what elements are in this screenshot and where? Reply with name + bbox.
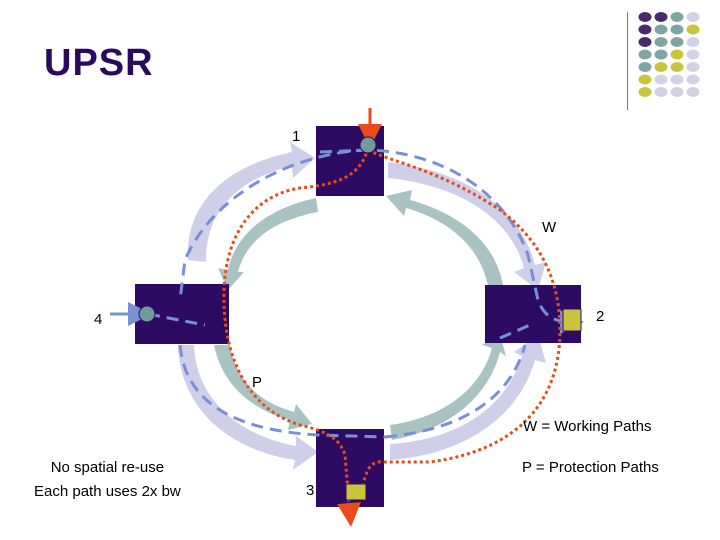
node-1-label: 1 xyxy=(292,128,301,145)
inner-arc-top-right xyxy=(386,190,503,286)
working-paths-dashed xyxy=(147,148,584,439)
inner-arc-bottom-left xyxy=(214,345,312,430)
legend-working: W = Working Paths xyxy=(523,418,652,435)
outer-arc-bottom-left xyxy=(178,345,318,470)
decorative-dot xyxy=(670,62,684,72)
working-path-4-to-3 xyxy=(178,344,386,439)
decorative-dot xyxy=(638,37,652,47)
inner-arc-top-left xyxy=(218,198,318,290)
decorative-dot xyxy=(638,24,652,35)
node-3-drop-point xyxy=(345,483,367,501)
protection-ring-label: P xyxy=(252,374,263,391)
decorative-dot xyxy=(638,62,652,72)
decorative-dot xyxy=(654,87,668,97)
decorative-divider xyxy=(627,12,628,110)
outer-arc-top-right xyxy=(388,162,546,290)
protection-path-1-cw xyxy=(360,148,562,491)
decorative-dot xyxy=(686,74,700,85)
decorative-dot xyxy=(686,49,700,60)
note-bandwidth: Each path uses 2x bw xyxy=(34,483,181,500)
decorative-dot xyxy=(654,49,668,60)
decorative-dot xyxy=(638,49,652,60)
decorative-dot xyxy=(686,37,700,47)
slide-title: UPSR xyxy=(44,42,154,84)
decorative-dot xyxy=(686,24,700,35)
node-1-box xyxy=(316,126,384,196)
decorative-dot xyxy=(686,12,700,22)
decorative-dot xyxy=(670,87,684,97)
decorative-dot xyxy=(670,37,684,47)
working-path-3-to-2 xyxy=(384,344,527,439)
decorative-dot xyxy=(638,87,652,97)
decorative-dot xyxy=(654,12,668,22)
node-1-add-point xyxy=(359,136,377,154)
decorative-dot xyxy=(686,62,700,72)
decorative-dot xyxy=(670,24,684,35)
decorative-dot xyxy=(638,12,652,22)
decorative-dot-grid xyxy=(638,12,700,97)
decorative-dot xyxy=(686,87,700,97)
node-3-label: 3 xyxy=(306,482,315,499)
decorative-dot xyxy=(638,74,652,85)
protection-path-1-ccw xyxy=(222,147,370,527)
decorative-dot xyxy=(670,49,684,60)
note-no-spatial-reuse: No spatial re-use xyxy=(50,459,165,476)
outer-arc-top-left xyxy=(187,142,315,262)
node-2-label: 2 xyxy=(596,308,605,325)
decorative-dot xyxy=(654,74,668,85)
decorative-dot xyxy=(654,62,668,72)
working-path-1-left xyxy=(178,148,369,301)
node-4-add-point xyxy=(138,305,156,323)
working-path-4-in xyxy=(147,312,206,327)
working-path-1-to-2 xyxy=(319,148,584,334)
legend-protection: P = Protection Paths xyxy=(522,459,659,476)
working-ring-label: W xyxy=(542,219,557,236)
inner-ring-arrows xyxy=(214,190,506,440)
decorative-dot xyxy=(654,37,668,47)
decorative-dot xyxy=(654,24,668,35)
node-2-drop-point xyxy=(562,308,582,332)
inner-arc-bottom-right xyxy=(390,335,506,440)
protection-paths-dotted xyxy=(222,147,562,527)
decorative-dot xyxy=(670,12,684,22)
decorative-dot xyxy=(670,74,684,85)
outer-arc-bottom-right xyxy=(390,335,546,460)
node-4-label: 4 xyxy=(94,311,103,328)
working-path-into-2 xyxy=(499,323,531,340)
notes-block: No spatial re-use Each path uses 2x bw xyxy=(34,456,181,504)
